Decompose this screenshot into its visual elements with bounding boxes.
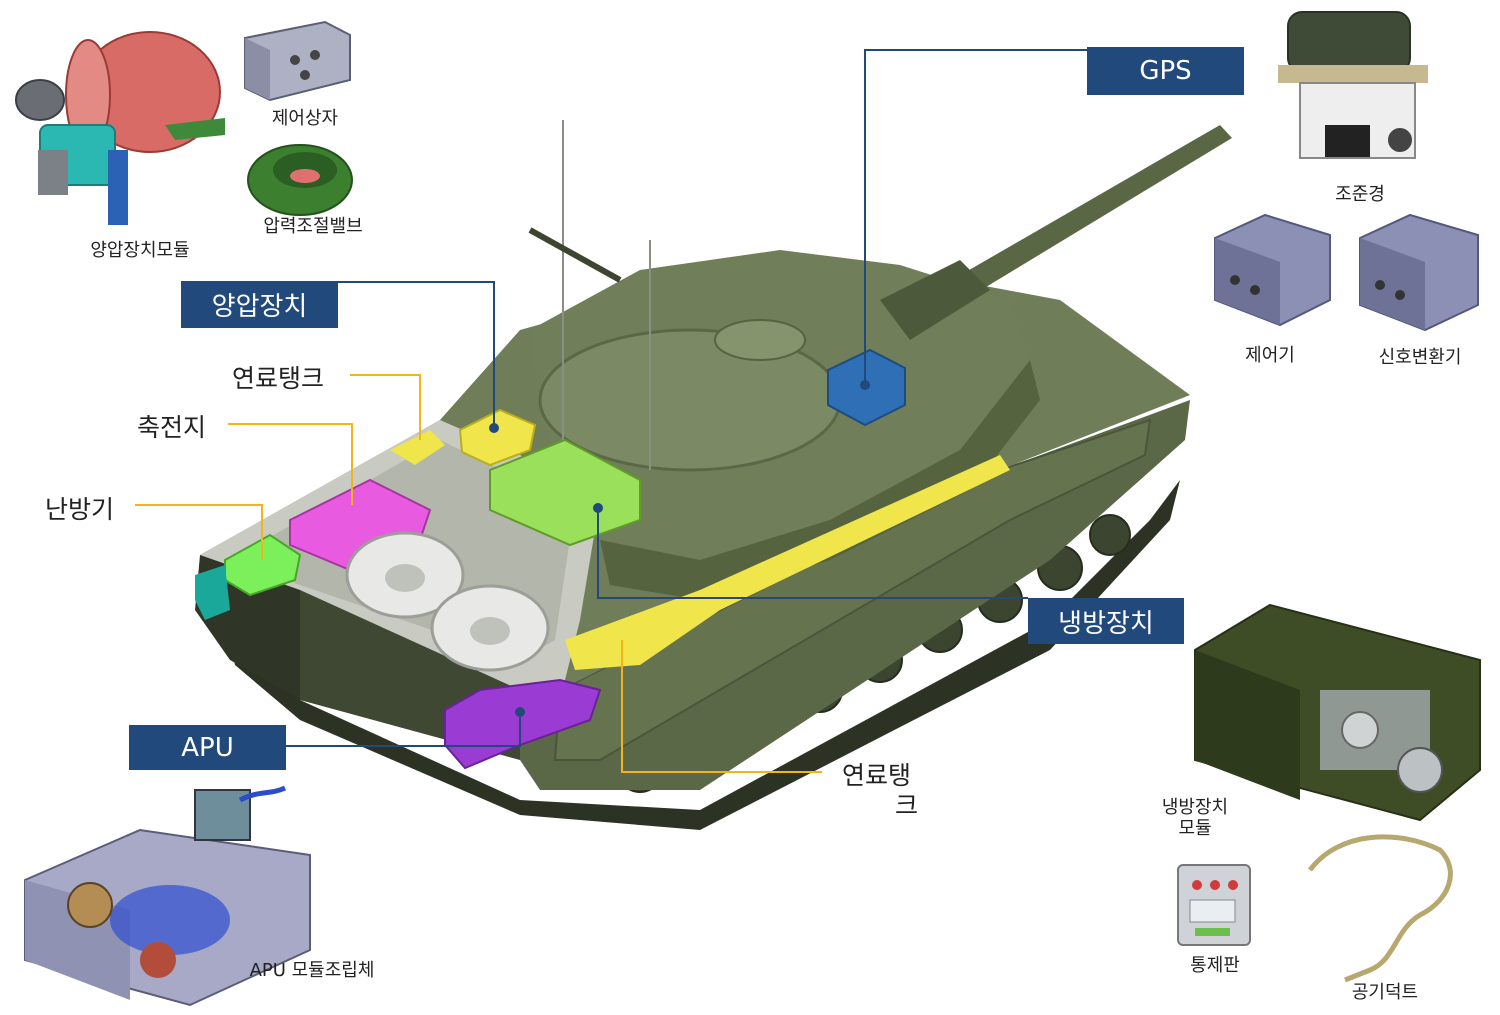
fuel-tank-bottom-callout-line1: 연료탱	[842, 761, 912, 790]
commander-hatch	[714, 319, 806, 361]
cooling-leader	[597, 508, 1028, 599]
signal-converter-icon	[1359, 213, 1479, 332]
heater-callout: 난방기	[45, 495, 115, 524]
leader-lines	[135, 49, 1087, 773]
gps-leader	[864, 49, 1087, 385]
sight-caption: 조준경	[1335, 184, 1385, 205]
cooling-module-icon	[1194, 603, 1481, 822]
signal-converter-caption: 신호변환기	[1378, 347, 1462, 368]
cooling-system-label: 냉방장치	[1028, 598, 1184, 644]
fuel-top-leader	[350, 374, 421, 440]
tank-track-lower	[230, 480, 1180, 830]
controller-icon	[1214, 213, 1331, 327]
control-panel-icon	[1177, 864, 1251, 946]
side-skirt	[553, 418, 1152, 761]
fuel-bottom-leader	[621, 640, 822, 773]
sight-icon	[1278, 11, 1428, 159]
control-panel-caption: 통제판	[1190, 955, 1240, 976]
gun-mantlet	[880, 260, 990, 340]
machine-gun	[528, 227, 622, 283]
main-gun-barrel	[900, 125, 1232, 330]
air-duct-caption: 공기덕트	[1351, 982, 1419, 1003]
pressure-valve-caption: 압력조절밸브	[263, 216, 363, 237]
fuel-tank-top	[390, 430, 445, 465]
fuel-tank-side	[565, 455, 1010, 670]
control-box-caption: 제어상자	[271, 108, 339, 129]
apu-assembly-caption: APU 모듈조립체	[249, 960, 375, 981]
cooling-module-caption-line1: 냉방장치	[1161, 797, 1229, 818]
gps-label: GPS	[1087, 47, 1244, 95]
battery-leader	[228, 423, 353, 505]
cooling-leader-dot	[593, 503, 603, 513]
fuel-tank-bottom-callout-line2: 크	[895, 791, 919, 820]
control-box-icon	[244, 20, 351, 102]
cooling-compartment	[489, 438, 641, 547]
battery-callout: 축전지	[137, 413, 207, 442]
apu-assembly-icon	[24, 785, 311, 1007]
cooling-module-caption-line2: 모듈	[1178, 818, 1212, 839]
fuel-tank-top-callout: 연료탱크	[232, 364, 325, 393]
air-duct-icon	[1308, 834, 1453, 983]
hydraulic-leader-dot	[489, 423, 499, 433]
pressure-valve-icon	[247, 144, 353, 216]
hydraulic-module-icon	[15, 31, 225, 225]
hydraulic-unit	[458, 408, 537, 467]
tank-illustration	[195, 120, 1232, 830]
heater-leader	[135, 504, 263, 560]
apu-label: APU	[129, 725, 286, 770]
apu-leader	[286, 712, 521, 747]
gps-leader-dot	[860, 380, 870, 390]
heater-exhaust	[195, 565, 230, 620]
hydraulic-leader	[338, 281, 495, 428]
apu-leader-dot	[515, 707, 525, 717]
hydraulic-system-label: 양압장치	[181, 281, 338, 328]
engine-fans	[345, 531, 550, 672]
hydraulic-module-caption: 양압장치모듈	[90, 240, 190, 261]
controller-caption: 제어기	[1245, 345, 1295, 366]
